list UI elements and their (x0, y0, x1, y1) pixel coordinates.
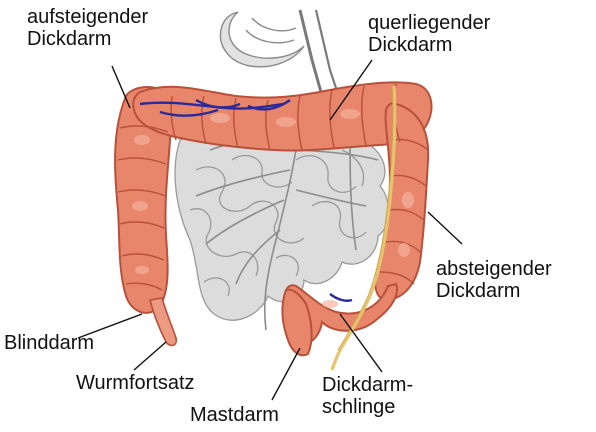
small-intestine (175, 134, 389, 320)
label-cecum: Blinddarm (4, 332, 94, 354)
label-ascending-colon: aufsteigender Dickdarm (27, 6, 148, 50)
appendix-shape (150, 298, 176, 345)
leader-ascending (112, 66, 130, 108)
label-appendix: Wurmfortsatz (76, 372, 195, 394)
label-rectum: Mastdarm (190, 404, 279, 426)
leader-rectum (272, 348, 300, 400)
label-descending-colon: absteigender Dickdarm (436, 258, 552, 302)
label-transverse-colon: querliegender Dickdarm (368, 12, 490, 56)
leader-descending (428, 212, 462, 244)
label-sigmoid-colon: Dickdarm- schlinge (322, 374, 413, 418)
leader-appendix (134, 342, 166, 370)
